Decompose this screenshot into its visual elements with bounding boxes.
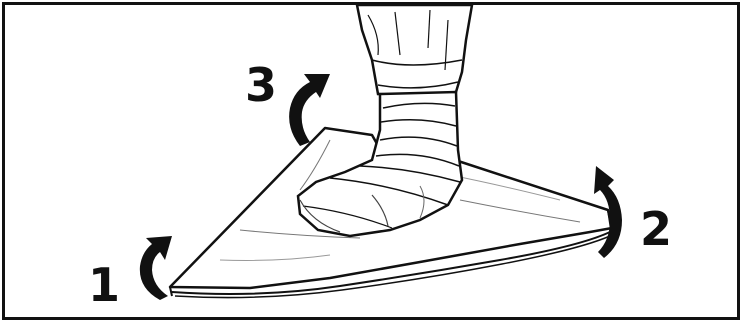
step-number-3: 3	[245, 62, 277, 108]
curved-arrow-up-icon	[140, 236, 172, 300]
trouser-leg	[357, 5, 472, 96]
step-number-2: 2	[640, 206, 672, 252]
step-number-1: 1	[88, 262, 120, 308]
